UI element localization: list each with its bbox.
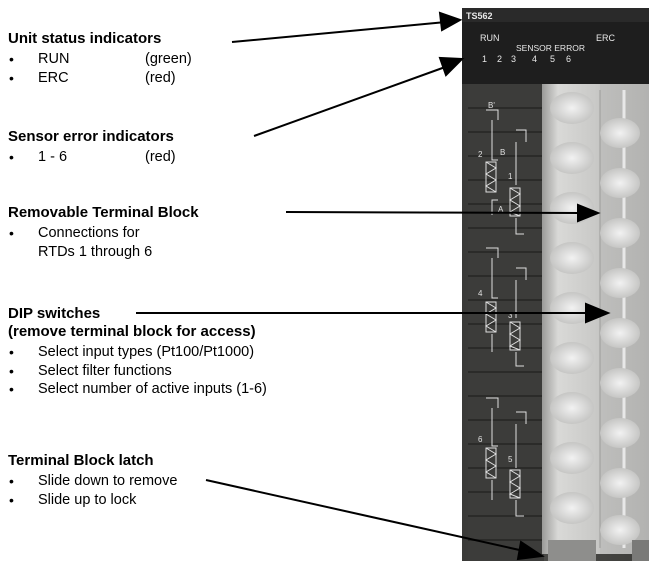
list-item: 1 - 6 (red) bbox=[8, 148, 176, 167]
terminal-block-title: Removable Terminal Block bbox=[8, 204, 199, 221]
schematic-b-prime-label: B' bbox=[488, 101, 495, 110]
indicator-number-4: 4 bbox=[532, 54, 537, 64]
list-item: Slide down to remove bbox=[8, 472, 177, 491]
sensor-error-title: Sensor error indicators bbox=[8, 128, 174, 145]
list-item: Select filter functions bbox=[8, 362, 267, 381]
schematic-a-label: A bbox=[498, 205, 504, 214]
latch-annotation: Terminal Block latch Slide down to remov… bbox=[8, 452, 177, 509]
dip-switches-subtitle: (remove terminal block for access) bbox=[8, 323, 256, 340]
latch-arrowhead bbox=[516, 540, 545, 561]
unit-status-arrowhead bbox=[438, 11, 463, 32]
indicator-number-2: 2 bbox=[497, 54, 502, 64]
rtd-number-6: 6 bbox=[478, 435, 483, 444]
sensor-color: (red) bbox=[145, 149, 176, 165]
sensor-range: 1 - 6 bbox=[38, 149, 68, 165]
latch-arrow bbox=[205, 479, 525, 552]
face-ribs bbox=[468, 107, 544, 541]
latch-title: Terminal Block latch bbox=[8, 452, 154, 469]
list-item: ERC (red) bbox=[8, 69, 192, 88]
indicator-number-1: 1 bbox=[482, 54, 487, 64]
schematic-b-label: B bbox=[500, 148, 505, 157]
dip-switches-arrowhead bbox=[585, 302, 611, 324]
list-item: RUN (green) bbox=[8, 50, 192, 69]
terminal-block-arrow bbox=[285, 211, 581, 214]
rtd-schematic-pair-2 bbox=[485, 247, 527, 367]
terminal-block-arrowhead bbox=[577, 203, 601, 223]
indicator-number-5: 5 bbox=[550, 54, 555, 64]
model-label: TS562 bbox=[466, 11, 493, 21]
erc-status-color: (red) bbox=[145, 69, 176, 86]
sensor-error-arrowhead bbox=[438, 56, 465, 77]
terminal-block-latch bbox=[548, 540, 596, 561]
rtd-number-4: 4 bbox=[478, 289, 483, 298]
indicator-number-6: 6 bbox=[566, 54, 571, 64]
terminal-block-line1: Connections for bbox=[38, 225, 140, 241]
list-item: Select number of active inputs (1-6) bbox=[8, 380, 267, 399]
rtd-number-5: 5 bbox=[508, 455, 513, 464]
erc-status-name: ERC bbox=[38, 69, 69, 86]
dip-switches-title: DIP switches bbox=[8, 305, 101, 322]
rtd-number-1: 1 bbox=[508, 172, 513, 181]
erc-indicator-label: ERC bbox=[596, 33, 616, 43]
sensor-error-arrow bbox=[253, 65, 449, 137]
terminal-block-line2: RTDs 1 through 6 bbox=[38, 243, 153, 260]
run-status-name: RUN bbox=[38, 51, 70, 67]
unit-status-annotation: Unit status indicators RUN (green) ERC (re… bbox=[8, 30, 192, 87]
rtd-number-2: 2 bbox=[478, 150, 483, 159]
unit-status-arrow bbox=[231, 21, 447, 43]
callout-arrows bbox=[136, 11, 611, 561]
run-indicator-label: RUN bbox=[480, 33, 500, 43]
run-status-color: (green) bbox=[145, 51, 192, 67]
module-face bbox=[468, 84, 544, 561]
unit-status-title: Unit status indicators bbox=[8, 30, 162, 47]
sensor-error-label: SENSOR ERROR bbox=[516, 43, 585, 53]
dip-switches-annotation: DIP switches (remove terminal block for … bbox=[8, 305, 267, 399]
rtd-number-3: 3 bbox=[508, 311, 513, 320]
rtd-schematic-pair-3 bbox=[485, 397, 527, 517]
sensor-error-annotation: Sensor error indicators 1 - 6 (red) bbox=[8, 128, 176, 167]
list-item: Slide up to lock bbox=[8, 491, 177, 510]
list-item: Select input types (Pt100/Pt1000) bbox=[8, 343, 267, 362]
indicator-number-3: 3 bbox=[511, 54, 516, 64]
terminal-block-annotation: Removable Terminal Block Connections for… bbox=[8, 204, 199, 261]
terminal-screws bbox=[550, 92, 640, 545]
